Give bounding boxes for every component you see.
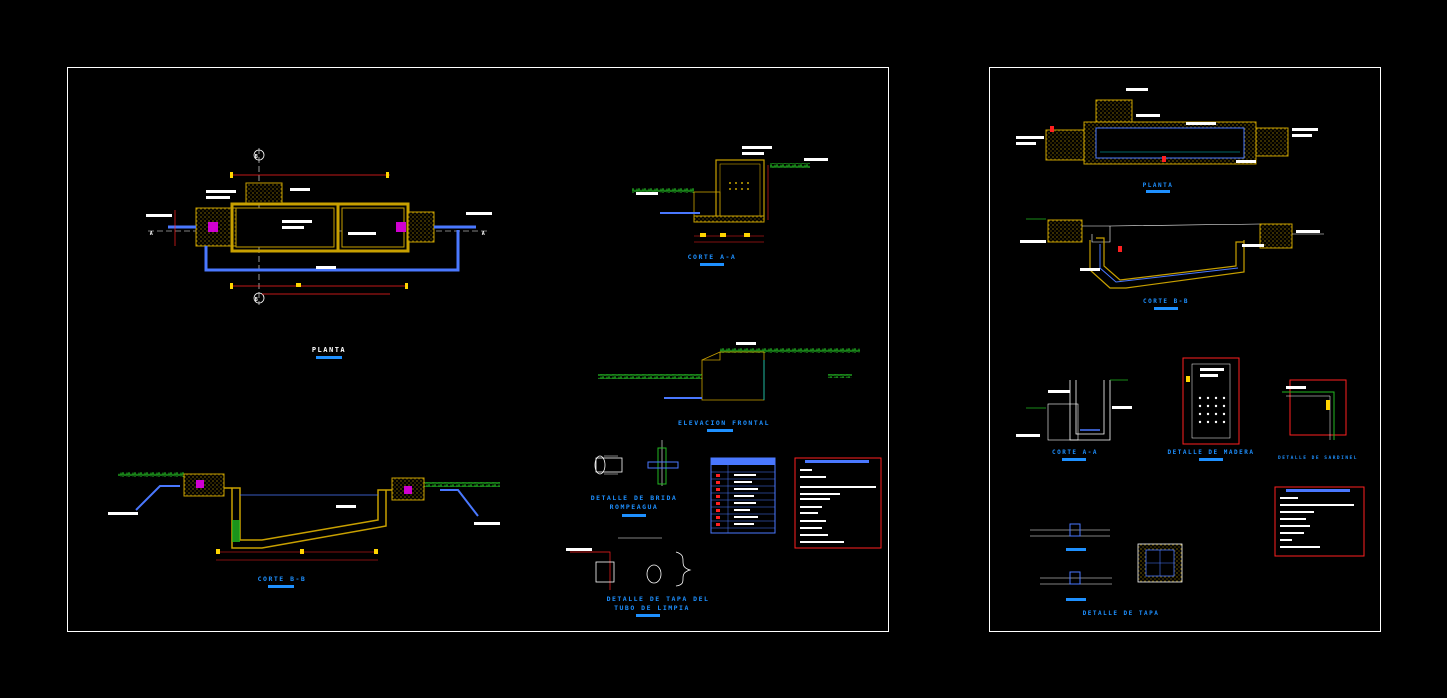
- s1-planta-title: PLANTA: [312, 346, 346, 354]
- s2-corte-bb-drawing: [1020, 218, 1324, 289]
- s1-axis-b-bottom: B: [255, 297, 260, 303]
- s2-notes-table: [1274, 486, 1365, 557]
- s1-axis-a-right: A: [482, 231, 487, 237]
- s2-planta-scale-bar: [1146, 190, 1170, 193]
- s2-corte-aa-title: CORTE A-A: [1052, 449, 1098, 456]
- s1-brida-title-2: ROMPEAGUA: [610, 503, 659, 511]
- s1-tapa-tubo-title-2: TUBO DE LIMPIA: [614, 604, 690, 612]
- s2-tapa-drawing: [1030, 523, 1183, 601]
- s2-tapa-title: DETALLE DE TAPA: [1083, 610, 1160, 617]
- s2-sardinel-title: DETALLE DE SARDINEL: [1278, 455, 1358, 461]
- s1-brida-scale-bar: [622, 514, 646, 517]
- s1-axis-b-top: B: [255, 154, 260, 160]
- s1-elevacion-title: ELEVACION FRONTAL: [678, 419, 770, 427]
- s2-corte-bb-title: CORTE B-B: [1143, 298, 1189, 305]
- sheet-2-frame: [989, 67, 1381, 632]
- s2-corte-bb-scale-bar: [1154, 307, 1178, 310]
- s1-corte-bb-scale-bar: [268, 585, 294, 588]
- s1-corte-bb-title: CORTE B-B: [258, 575, 307, 583]
- s1-corte-aa-scale-bar: [700, 263, 724, 266]
- s1-corte-bb-drawing: [108, 472, 500, 561]
- s1-tapa-tubo-drawing: [566, 537, 692, 590]
- s2-sardinel-drawing: [1282, 379, 1347, 440]
- s2-madera-title: DETALLE DE MADERA: [1168, 449, 1255, 456]
- s1-notes-table: [794, 457, 882, 549]
- s2-planta-drawing: [1016, 88, 1318, 165]
- s1-planta-drawing: [146, 148, 492, 305]
- s1-planta-scale-bar: [316, 356, 342, 359]
- s1-elevacion-drawing: [598, 342, 860, 401]
- s2-planta-title: PLANTA: [1143, 182, 1174, 189]
- axis-b-bottom-marker: [253, 292, 265, 304]
- s2-madera-drawing: [1182, 357, 1240, 445]
- sheet-1-frame: [67, 67, 889, 632]
- s1-corte-aa-title: CORTE A-A: [688, 253, 737, 261]
- s1-brida-drawing: [594, 440, 679, 486]
- s1-brida-title-1: DETALLE DE BRIDA: [591, 494, 678, 502]
- s2-madera-scale-bar: [1199, 458, 1223, 461]
- s1-axis-a-left: A: [150, 231, 155, 237]
- s2-corte-aa-scale-bar: [1062, 458, 1086, 461]
- s1-materials-table: [710, 457, 776, 534]
- axis-b-top-marker: [253, 149, 265, 161]
- s1-elevacion-scale-bar: [707, 429, 733, 432]
- s1-tapa-tubo-title-1: DETALLE DE TAPA DEL: [607, 595, 710, 603]
- s1-corte-aa-drawing: [632, 146, 828, 243]
- s2-corte-aa-drawing: [1016, 379, 1132, 441]
- s1-tapa-tubo-scale-bar: [636, 614, 660, 617]
